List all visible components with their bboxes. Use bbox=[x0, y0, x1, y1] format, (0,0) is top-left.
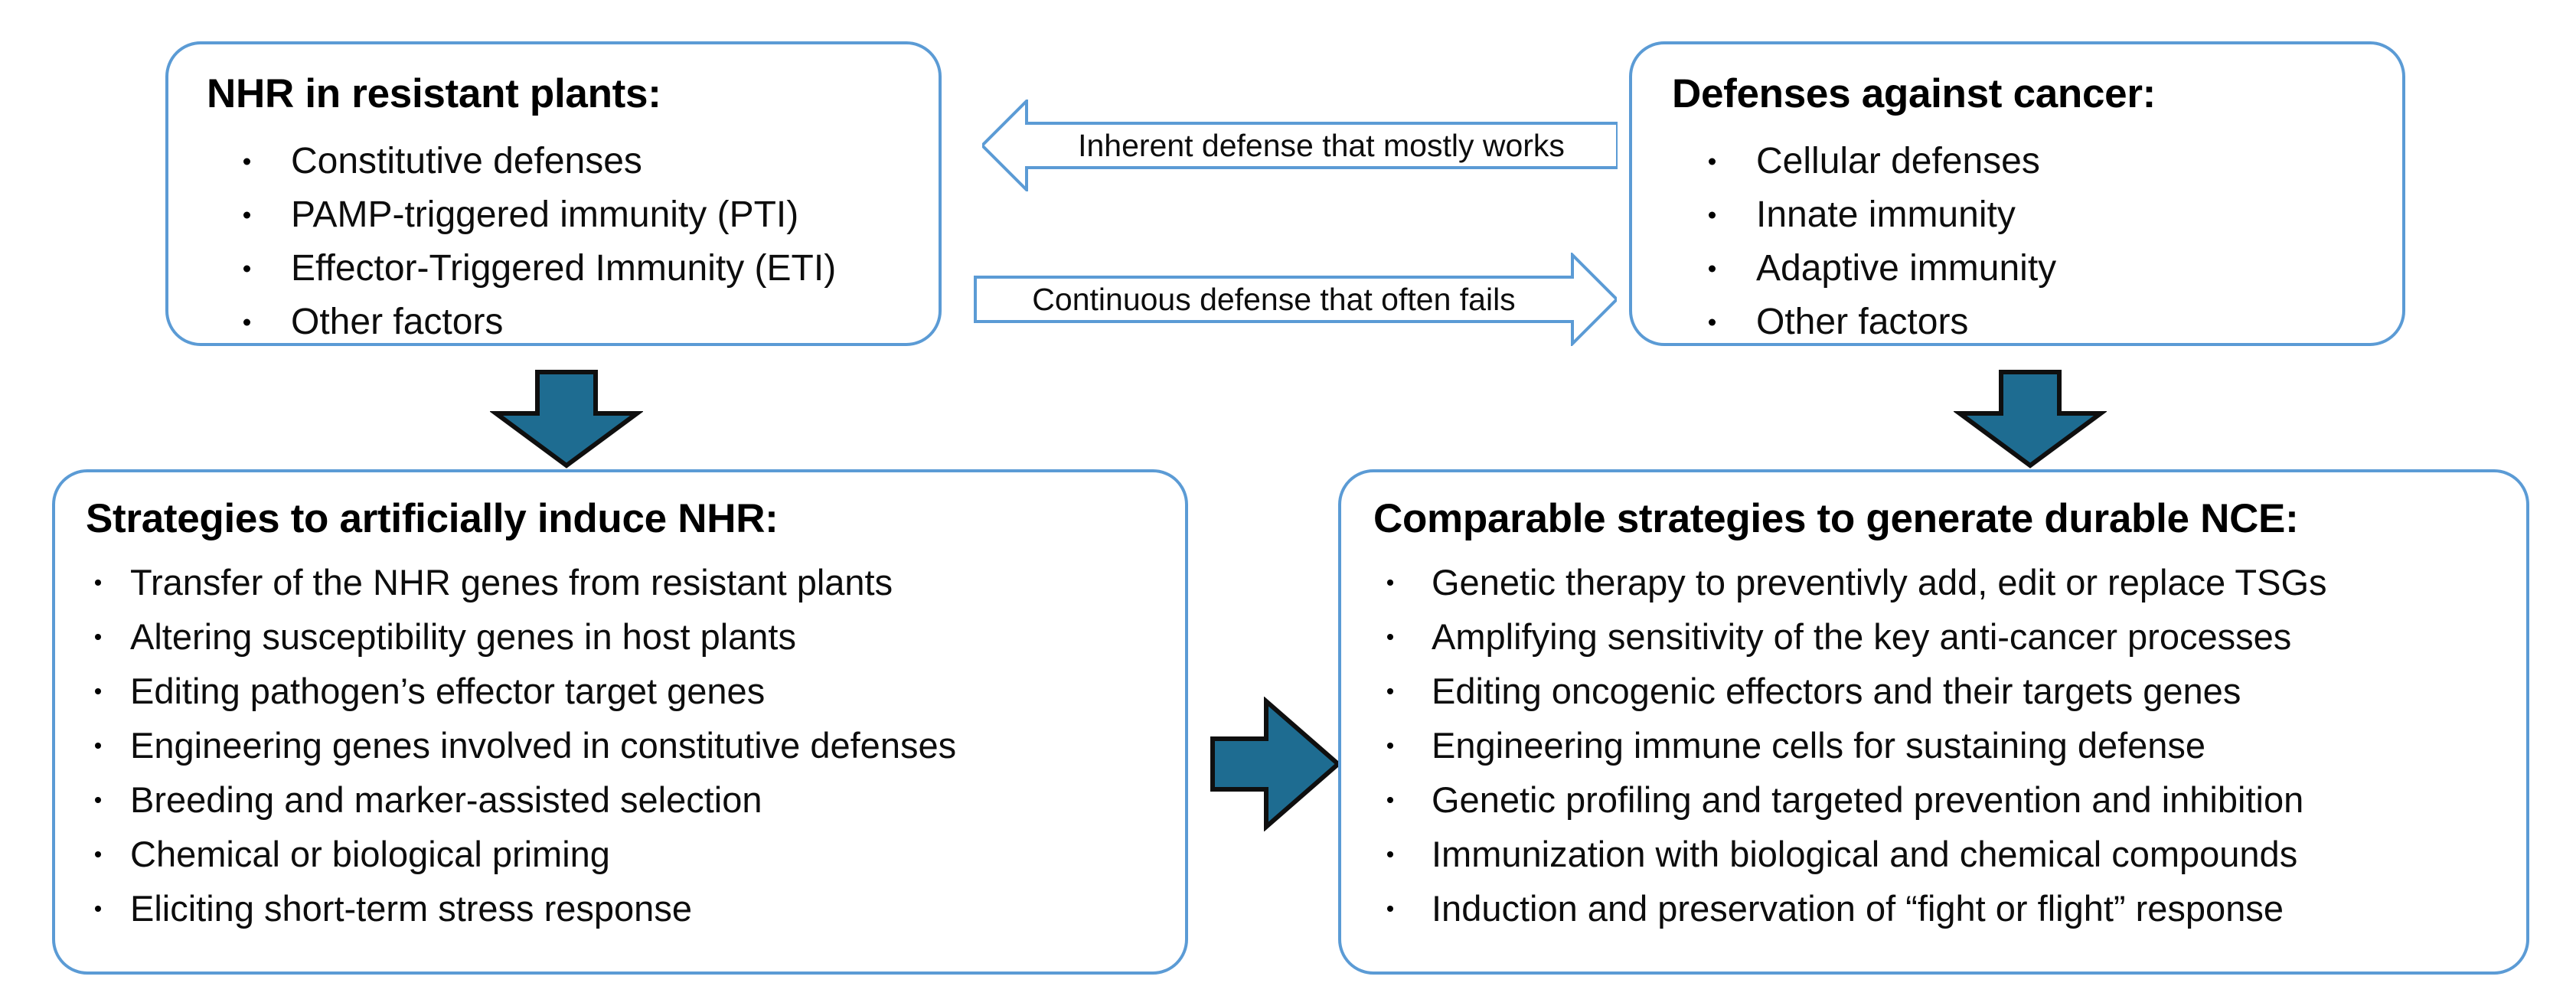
bullet-dot-icon bbox=[95, 905, 101, 912]
list-item: Induction and preservation of “fight or … bbox=[1373, 881, 2327, 936]
bullet-dot-icon bbox=[1387, 579, 1393, 586]
bullet-dot-icon bbox=[95, 851, 101, 857]
bullet-list-nhr-plants: Constitutive defenses PAMP-triggered imm… bbox=[207, 135, 836, 349]
list-item: Eliciting short-term stress response bbox=[86, 881, 956, 936]
connector-arrow-inherent-defense: Inherent defense that mostly works bbox=[982, 100, 1618, 191]
list-item: Editing pathogen’s effector target genes bbox=[86, 664, 956, 718]
bullet-dot-icon bbox=[1709, 318, 1716, 326]
list-item: Other factors bbox=[1672, 296, 2056, 349]
list-item-label: Genetic therapy to preventivly add, edit… bbox=[1432, 562, 2327, 602]
bullet-dot-icon bbox=[1387, 633, 1393, 640]
connector-arrow-continuous-defense: Continuous defense that often fails bbox=[974, 253, 1617, 346]
bullet-dot-icon bbox=[95, 796, 101, 803]
bullet-dot-icon bbox=[243, 211, 250, 219]
list-item: Engineering genes involved in constituti… bbox=[86, 718, 956, 772]
bullet-dot-icon bbox=[95, 579, 101, 586]
list-item-label: Chemical or biological priming bbox=[130, 834, 610, 874]
bullet-list-strategies-nce: Genetic therapy to preventivly add, edit… bbox=[1373, 555, 2327, 936]
list-item: Constitutive defenses bbox=[207, 135, 836, 188]
list-item: PAMP-triggered immunity (PTI) bbox=[207, 188, 836, 242]
bullet-dot-icon bbox=[243, 158, 250, 165]
connector-arrow-down-right bbox=[1954, 369, 2107, 469]
list-item-label: Eliciting short-term stress response bbox=[130, 888, 692, 929]
box-nhr-in-resistant-plants: NHR in resistant plants: Constitutive de… bbox=[165, 41, 942, 346]
list-item: Adaptive immunity bbox=[1672, 242, 2056, 296]
box-title-strategies-nhr: Strategies to artificially induce NHR: bbox=[86, 496, 779, 541]
list-item: Engineering immune cells for sustaining … bbox=[1373, 718, 2327, 772]
list-item-label: Other factors bbox=[1756, 302, 1969, 342]
box-strategies-to-induce-nhr: Strategies to artificially induce NHR: T… bbox=[52, 469, 1188, 975]
list-item: Other factors bbox=[207, 296, 836, 349]
list-item-label: Transfer of the NHR genes from resistant… bbox=[130, 562, 893, 602]
box-title-cancer-defenses: Defenses against cancer: bbox=[1672, 71, 2156, 116]
bullet-dot-icon bbox=[1387, 687, 1393, 694]
list-item-label: Cellular defenses bbox=[1756, 141, 2040, 181]
bullet-dot-icon bbox=[95, 633, 101, 640]
bullet-dot-icon bbox=[95, 742, 101, 749]
list-item: Immunization with biological and chemica… bbox=[1373, 827, 2327, 881]
list-item: Effector-Triggered Immunity (ETI) bbox=[207, 242, 836, 296]
list-item-label: Engineering immune cells for sustaining … bbox=[1432, 725, 2206, 766]
list-item-label: Engineering genes involved in constituti… bbox=[130, 725, 957, 766]
bullet-dot-icon bbox=[1709, 265, 1716, 273]
list-item: Innate immunity bbox=[1672, 188, 2056, 242]
list-item: Cellular defenses bbox=[1672, 135, 2056, 188]
connector-arrow-down-left bbox=[490, 369, 643, 469]
list-item-label: Breeding and marker-assisted selection bbox=[130, 779, 762, 820]
bullet-dot-icon bbox=[1709, 211, 1716, 219]
connector-label-continuous-defense: Continuous defense that often fails bbox=[1032, 281, 1516, 317]
bullet-dot-icon bbox=[1387, 742, 1393, 749]
connector-label-inherent-defense: Inherent defense that mostly works bbox=[1078, 127, 1565, 163]
list-item: Altering susceptibility genes in host pl… bbox=[86, 609, 956, 664]
box-title-nhr-plants: NHR in resistant plants: bbox=[207, 71, 661, 116]
list-item-label: Innate immunity bbox=[1756, 194, 2016, 235]
box-defenses-against-cancer: Defenses against cancer: Cellular defens… bbox=[1629, 41, 2405, 346]
box-title-strategies-nce: Comparable strategies to generate durabl… bbox=[1373, 496, 2299, 541]
list-item-label: Other factors bbox=[291, 302, 504, 342]
list-item: Chemical or biological priming bbox=[86, 827, 956, 881]
bullet-dot-icon bbox=[1387, 851, 1393, 857]
list-item-label: PAMP-triggered immunity (PTI) bbox=[291, 194, 799, 235]
list-item-label: Editing oncogenic effectors and their ta… bbox=[1432, 671, 2241, 711]
list-item: Breeding and marker-assisted selection bbox=[86, 772, 956, 827]
list-item-label: Immunization with biological and chemica… bbox=[1432, 834, 2298, 874]
box-strategies-to-generate-nce: Comparable strategies to generate durabl… bbox=[1338, 469, 2529, 975]
list-item-label: Adaptive immunity bbox=[1756, 248, 2057, 289]
list-item-label: Altering susceptibility genes in host pl… bbox=[130, 616, 796, 657]
list-item-label: Constitutive defenses bbox=[291, 141, 642, 181]
list-item: Genetic therapy to preventivly add, edit… bbox=[1373, 555, 2327, 609]
bullet-list-cancer-defenses: Cellular defenses Innate immunity Adapti… bbox=[1672, 135, 2056, 349]
bullet-list-strategies-nhr: Transfer of the NHR genes from resistant… bbox=[86, 555, 956, 936]
list-item: Transfer of the NHR genes from resistant… bbox=[86, 555, 956, 609]
bullet-dot-icon bbox=[1387, 905, 1393, 912]
list-item-label: Effector-Triggered Immunity (ETI) bbox=[291, 248, 837, 289]
list-item-label: Amplifying sensitivity of the key anti-c… bbox=[1432, 616, 2292, 657]
bullet-dot-icon bbox=[95, 687, 101, 694]
list-item: Amplifying sensitivity of the key anti-c… bbox=[1373, 609, 2327, 664]
connector-arrow-right-middle bbox=[1210, 697, 1341, 831]
bullet-dot-icon bbox=[243, 265, 250, 273]
bullet-dot-icon bbox=[243, 318, 250, 326]
list-item: Editing oncogenic effectors and their ta… bbox=[1373, 664, 2327, 718]
list-item-label: Editing pathogen’s effector target genes bbox=[130, 671, 766, 711]
list-item-label: Genetic profiling and targeted preventio… bbox=[1432, 779, 2304, 820]
bullet-dot-icon bbox=[1709, 158, 1716, 165]
list-item: Genetic profiling and targeted preventio… bbox=[1373, 772, 2327, 827]
list-item-label: Induction and preservation of “fight or … bbox=[1432, 888, 2284, 929]
bullet-dot-icon bbox=[1387, 796, 1393, 803]
